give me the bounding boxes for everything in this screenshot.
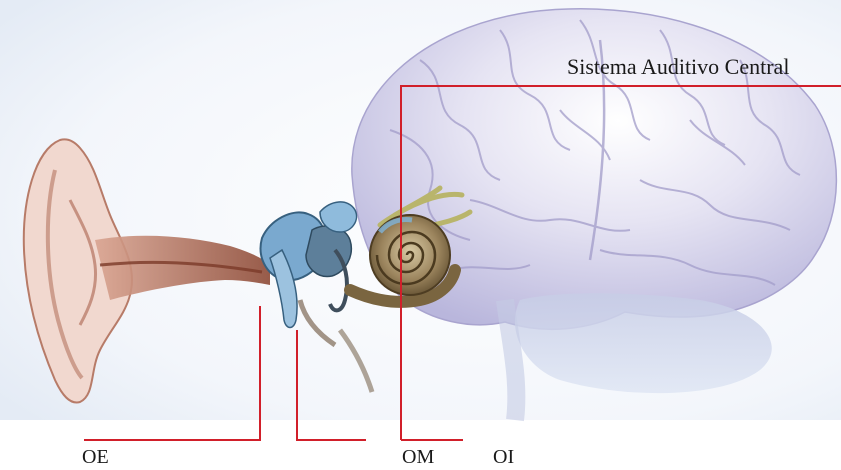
label-inner-ear: OI bbox=[493, 447, 514, 467]
label-outer-ear: OE bbox=[82, 447, 109, 467]
label-middle-ear: OM bbox=[402, 447, 434, 467]
label-central-auditory-system: Sistema Auditivo Central bbox=[567, 56, 789, 78]
